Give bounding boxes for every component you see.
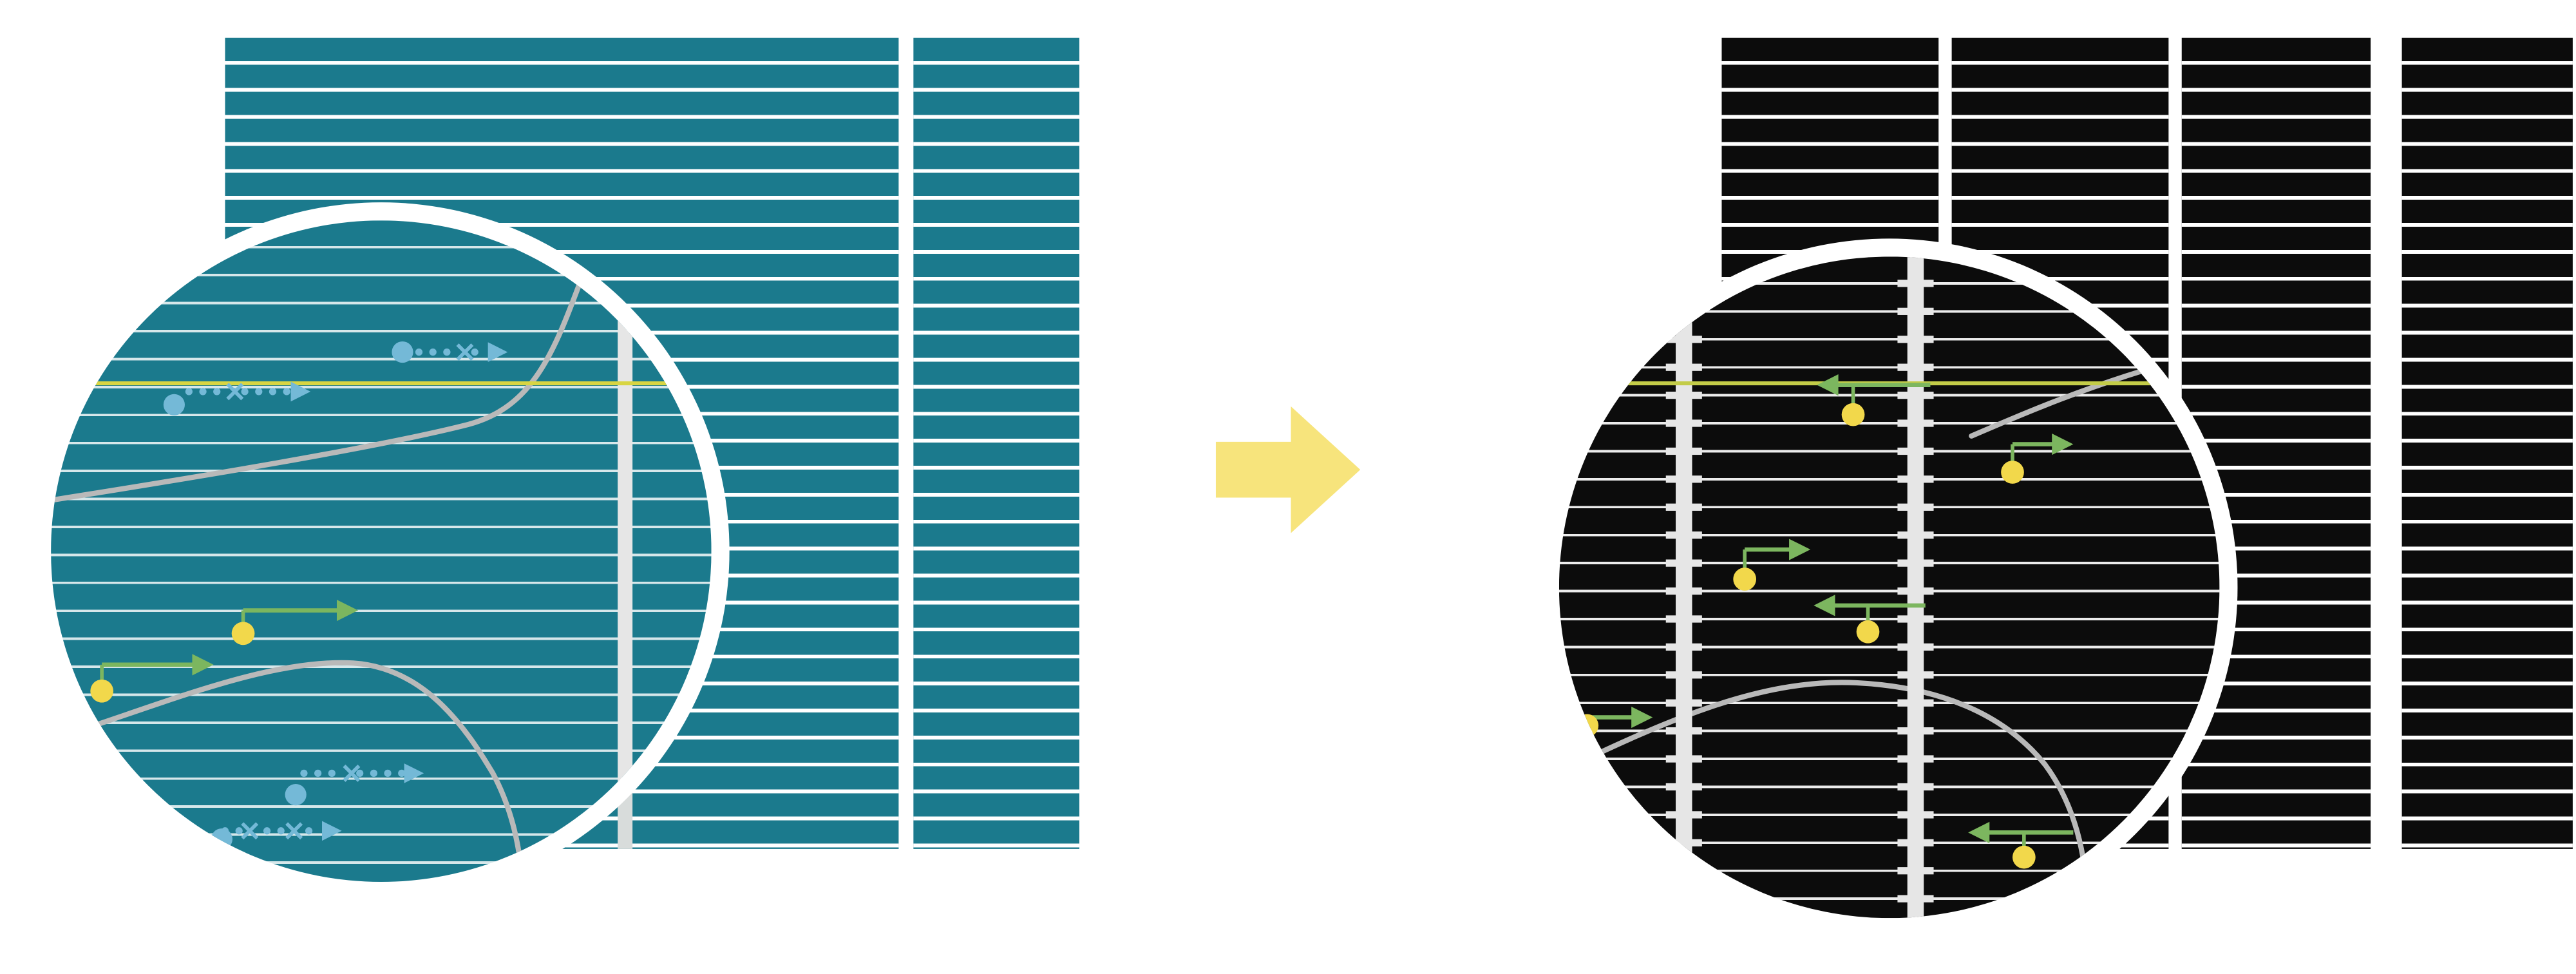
electron-trail-dot xyxy=(328,769,336,778)
electron-dot xyxy=(163,394,185,415)
electron-trail-dot xyxy=(283,388,290,396)
hole-arrowhead-icon xyxy=(1817,374,1839,396)
left-cell-panel-strip xyxy=(913,37,1080,849)
electron-trail-dot xyxy=(305,827,313,835)
electron-trail-dot xyxy=(314,769,322,778)
recombination-x-mark xyxy=(456,343,474,361)
electron-trail-dot xyxy=(429,348,437,356)
hole-arrowhead-icon xyxy=(336,599,359,622)
electron-dot xyxy=(285,784,307,806)
hole-dot xyxy=(90,679,114,703)
electron-trail-dot xyxy=(213,388,221,396)
hole-dot xyxy=(2012,845,2036,869)
right-magnifier-drawing xyxy=(1558,256,2220,919)
hole-dot xyxy=(1733,568,1757,591)
electron-trail-dot xyxy=(398,769,406,778)
hole-arrowhead-icon xyxy=(1631,706,1653,729)
electron-trail-dot xyxy=(370,769,377,778)
hole-arrowhead-icon xyxy=(1814,595,1835,616)
hole-arrowhead-icon xyxy=(2052,433,2074,455)
electron-dot xyxy=(211,828,232,850)
right-magnifier-view xyxy=(1558,256,2220,919)
electron-trail-dot xyxy=(415,348,423,356)
grain-boundary-line xyxy=(51,660,526,882)
electron-trail-dot xyxy=(443,348,451,356)
hole-arrowhead-icon xyxy=(192,654,214,676)
electron-arrowhead-icon xyxy=(404,763,424,783)
grain-boundary-line xyxy=(1969,359,2175,439)
electron-trail-dot xyxy=(471,348,478,356)
hole-dot xyxy=(231,622,255,645)
hole-dot xyxy=(1575,714,1599,738)
electron-trail-dot xyxy=(300,769,308,778)
hole-arrowhead-icon xyxy=(1789,539,1811,560)
left-magnifier-drawing xyxy=(51,220,712,882)
electron-trail-dot xyxy=(255,388,263,396)
busbar xyxy=(1676,256,1692,919)
hole-dot xyxy=(1841,403,1865,426)
electron-arrowhead-icon xyxy=(290,381,311,402)
busbar xyxy=(618,220,633,882)
recombination-x-mark xyxy=(285,822,303,840)
recombination-x-mark xyxy=(343,764,361,782)
electron-arrowhead-icon xyxy=(488,342,508,362)
grain-boundary-line xyxy=(51,240,598,503)
right-cell-panel-strip xyxy=(2401,37,2573,849)
electron-trail-dot xyxy=(185,388,193,396)
hole-dot xyxy=(2001,461,2024,484)
left-magnifier-view xyxy=(51,220,712,882)
recombination-x-mark xyxy=(226,383,244,401)
electron-trail-dot xyxy=(263,827,271,835)
electron-trail-dot xyxy=(384,769,392,778)
electron-trail-dot xyxy=(235,827,243,835)
electron-arrowhead-icon xyxy=(321,821,342,841)
electron-trail-dot xyxy=(356,769,364,778)
hole-arrowhead-icon xyxy=(1968,821,1990,843)
recombination-x-mark xyxy=(241,822,259,840)
electron-trail-dot xyxy=(241,388,249,396)
hole-dot xyxy=(1856,620,1880,644)
electron-trail-dot xyxy=(269,388,277,396)
electron-trail-dot xyxy=(199,388,207,396)
right-magnifier-circle xyxy=(1540,238,2238,937)
electron-trail-dot xyxy=(277,827,285,835)
electron-dot xyxy=(392,341,413,363)
busbar xyxy=(1907,256,1924,919)
transition-arrow-icon xyxy=(1215,406,1361,533)
left-magnifier-circle xyxy=(33,202,730,901)
